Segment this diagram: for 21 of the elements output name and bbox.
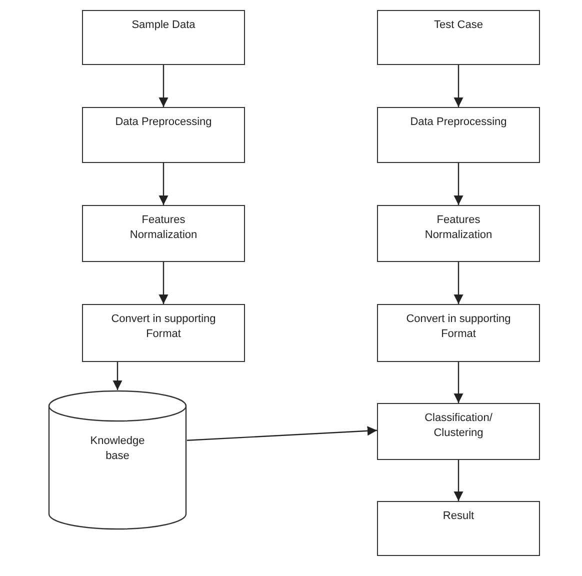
arrow [454, 460, 464, 501]
arrow [112, 362, 122, 390]
arrow [454, 65, 464, 107]
node-label: Features Normalization [128, 213, 198, 243]
node-label: Convert in supporting Format [405, 312, 512, 342]
arrow [454, 262, 464, 304]
arrow [158, 163, 168, 205]
node-label: Test Case [434, 18, 483, 33]
node-label: Data Preprocessing [410, 115, 507, 130]
node-label: Result [442, 509, 474, 524]
node-label: Sample Data [132, 18, 196, 33]
arrow [158, 65, 168, 107]
node-label: Knowledge base [89, 434, 146, 464]
node-label: Classification/ Clustering [424, 411, 494, 441]
arrow [186, 426, 378, 441]
arrow [158, 262, 168, 304]
node-label: Data Preprocessing [115, 115, 212, 130]
node-label: Convert in supporting Format [110, 312, 217, 342]
arrow [454, 362, 464, 403]
node-label: Features Normalization [424, 213, 494, 243]
arrow [454, 163, 464, 205]
